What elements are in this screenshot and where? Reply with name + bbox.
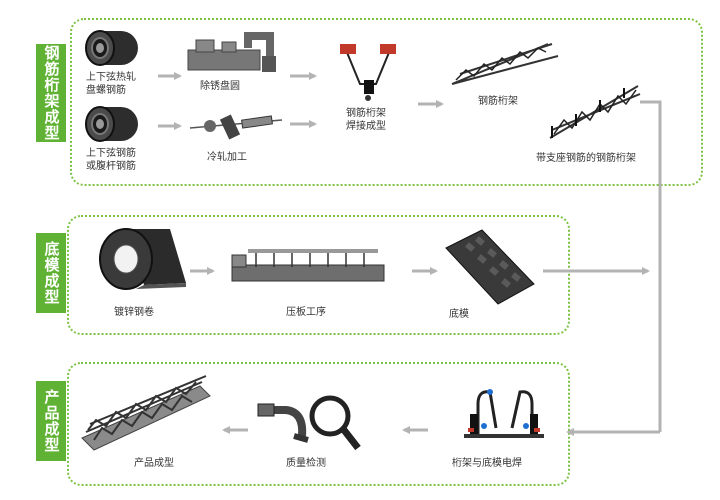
- truss-base-weld-icon: [464, 389, 544, 438]
- label-truss-base-weld: 桁架与底模电焊: [452, 458, 522, 469]
- coil-rebar-icon: [85, 30, 138, 66]
- label-finished-product: 产品成型: [134, 458, 174, 469]
- truss-with-support-icon: [549, 85, 641, 139]
- label-derust: 除锈盘圆: [200, 81, 240, 92]
- coil-rebar-icon-2: [85, 106, 138, 142]
- cold-roll-icon: [189, 114, 283, 140]
- quality-inspection-icon: [257, 395, 361, 451]
- truss-forming-panel: [70, 18, 703, 186]
- label-press-process: 压板工序: [286, 307, 326, 318]
- truss-weld-icon: [340, 44, 396, 101]
- press-line-icon: [231, 249, 385, 282]
- label-top-chord-rebar: 上下弦热轧 盘螺钢筋: [86, 72, 136, 96]
- galvanized-coil-icon: [99, 228, 186, 290]
- base-forming-panel: [67, 215, 570, 335]
- label-base-mold: 底模: [449, 309, 469, 320]
- base-mold-icon: [445, 229, 535, 305]
- label-cold-roll: 冷轧加工: [207, 152, 247, 163]
- stage-tab-truss-forming: 钢筋桁架成型: [36, 44, 66, 142]
- product-forming-panel: [67, 362, 570, 486]
- label-web-rebar: 上下弦钢筋 或腹杆钢筋: [86, 148, 136, 172]
- stage-tab-base-forming: 底模成型: [36, 233, 66, 313]
- label-truss-weld: 钢筋桁架 焊接成型: [346, 108, 386, 132]
- finished-product-icon: [81, 375, 211, 451]
- arrow-truss-down-line: [640, 100, 662, 432]
- stage-tab-product-forming: 产品成型: [36, 381, 66, 461]
- label-rebar-truss: 钢筋桁架: [478, 96, 518, 107]
- label-galvanized-coil: 镀锌钢卷: [114, 307, 154, 318]
- label-truss-with-support: 带支座钢筋的钢筋桁架: [536, 153, 636, 164]
- label-quality-inspection: 质量检测: [286, 458, 326, 469]
- rebar-truss-icon: [451, 43, 559, 85]
- derust-machine-icon: [187, 32, 276, 72]
